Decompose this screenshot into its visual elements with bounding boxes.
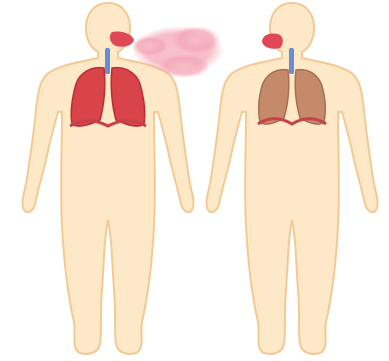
figure-right-at-rest: [206, 3, 377, 354]
trachea-right: [289, 48, 294, 74]
trachea-left: [105, 48, 110, 74]
oral-cavity-right: [262, 33, 283, 48]
